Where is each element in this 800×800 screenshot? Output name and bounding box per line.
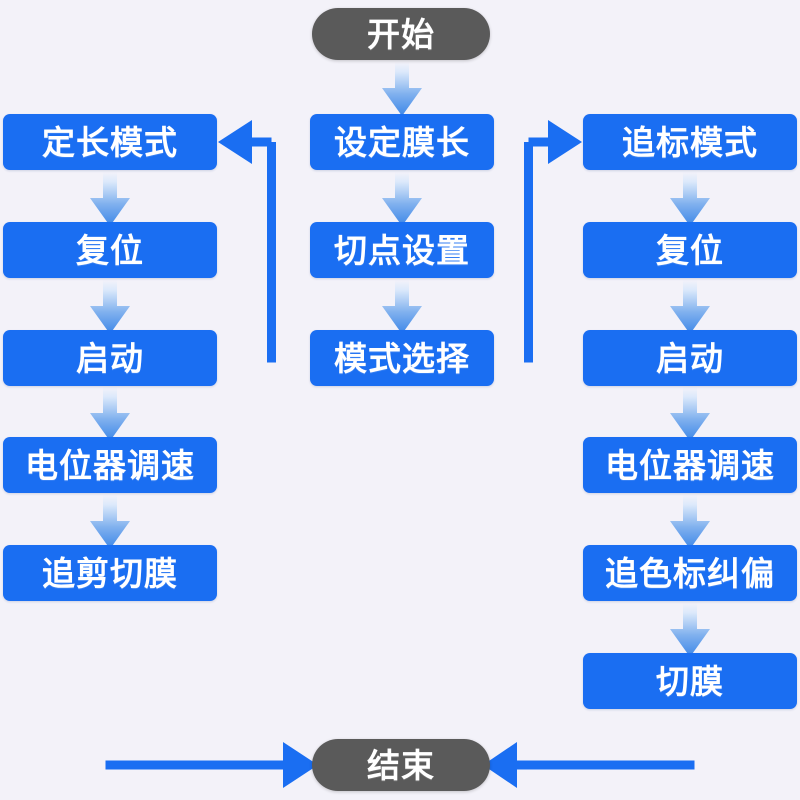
node-reset-left-label: 复位: [76, 231, 144, 269]
node-cut-point-setting[interactable]: 切点设置: [310, 222, 494, 278]
edge-mode-select-to-fixed-length: [218, 120, 310, 363]
node-potentiometer-speed-right-label: 电位器调速: [605, 446, 775, 484]
node-reset-right[interactable]: 复位: [583, 222, 797, 278]
node-color-mark-correction[interactable]: 追色标纠偏: [583, 545, 797, 601]
terminal-end-label: 结束: [367, 746, 435, 784]
node-mode-selection[interactable]: 模式选择: [310, 330, 494, 386]
terminal-end[interactable]: 结束: [312, 739, 490, 791]
node-potentiometer-speed-right[interactable]: 电位器调速: [583, 437, 797, 493]
node-mode-selection-label: 模式选择: [334, 339, 470, 377]
node-start-left[interactable]: 启动: [3, 330, 217, 386]
node-chase-cut-film[interactable]: 追剪切膜: [3, 545, 217, 601]
edge-set-film-length-to-cut-point: [382, 172, 422, 226]
node-reset-right-label: 复位: [656, 231, 724, 269]
node-set-film-length[interactable]: 设定膜长: [310, 114, 494, 170]
edge-reset-to-start-left: [90, 280, 130, 334]
node-cut-film-label: 切膜: [656, 662, 724, 700]
edge-start-to-set-film-length: [382, 62, 422, 116]
node-potentiometer-speed-left-label: 电位器调速: [25, 446, 195, 484]
node-color-mark-correction-label: 追色标纠偏: [605, 554, 775, 592]
edge-mark-mode-to-reset: [670, 172, 710, 226]
node-start-right-label: 启动: [656, 339, 724, 377]
node-chase-cut-film-label: 追剪切膜: [42, 554, 178, 592]
edge-start-to-potentiometer-left: [90, 387, 130, 441]
node-potentiometer-speed-left[interactable]: 电位器调速: [3, 437, 217, 493]
edge-start-to-potentiometer-right: [670, 387, 710, 441]
node-cut-point-setting-label: 切点设置: [334, 231, 470, 269]
node-mark-tracking-mode-label: 追标模式: [622, 123, 758, 161]
terminal-start-label: 开始: [367, 15, 435, 53]
edge-chase-cut-to-end: [105, 608, 318, 788]
terminal-start[interactable]: 开始: [312, 8, 490, 60]
edge-color-correct-to-cut-film: [670, 603, 710, 657]
node-mark-tracking-mode[interactable]: 追标模式: [583, 114, 797, 170]
edge-cut-point-to-mode-select: [382, 280, 422, 334]
node-start-left-label: 启动: [76, 339, 144, 377]
edge-cut-film-to-end: [483, 715, 695, 788]
edge-reset-to-start-right: [670, 280, 710, 334]
node-reset-left[interactable]: 复位: [3, 222, 217, 278]
node-fixed-length-mode[interactable]: 定长模式: [3, 114, 217, 170]
node-fixed-length-mode-label: 定长模式: [42, 123, 178, 161]
node-start-right[interactable]: 启动: [583, 330, 797, 386]
edge-mode-select-to-mark-mode: [493, 120, 582, 363]
node-set-film-length-label: 设定膜长: [334, 123, 470, 161]
node-cut-film[interactable]: 切膜: [583, 653, 797, 709]
edge-potentiometer-to-chase-cut-left: [90, 495, 130, 549]
edge-fixed-length-to-reset: [90, 172, 130, 226]
edge-potentiometer-to-color-correct: [670, 495, 710, 549]
